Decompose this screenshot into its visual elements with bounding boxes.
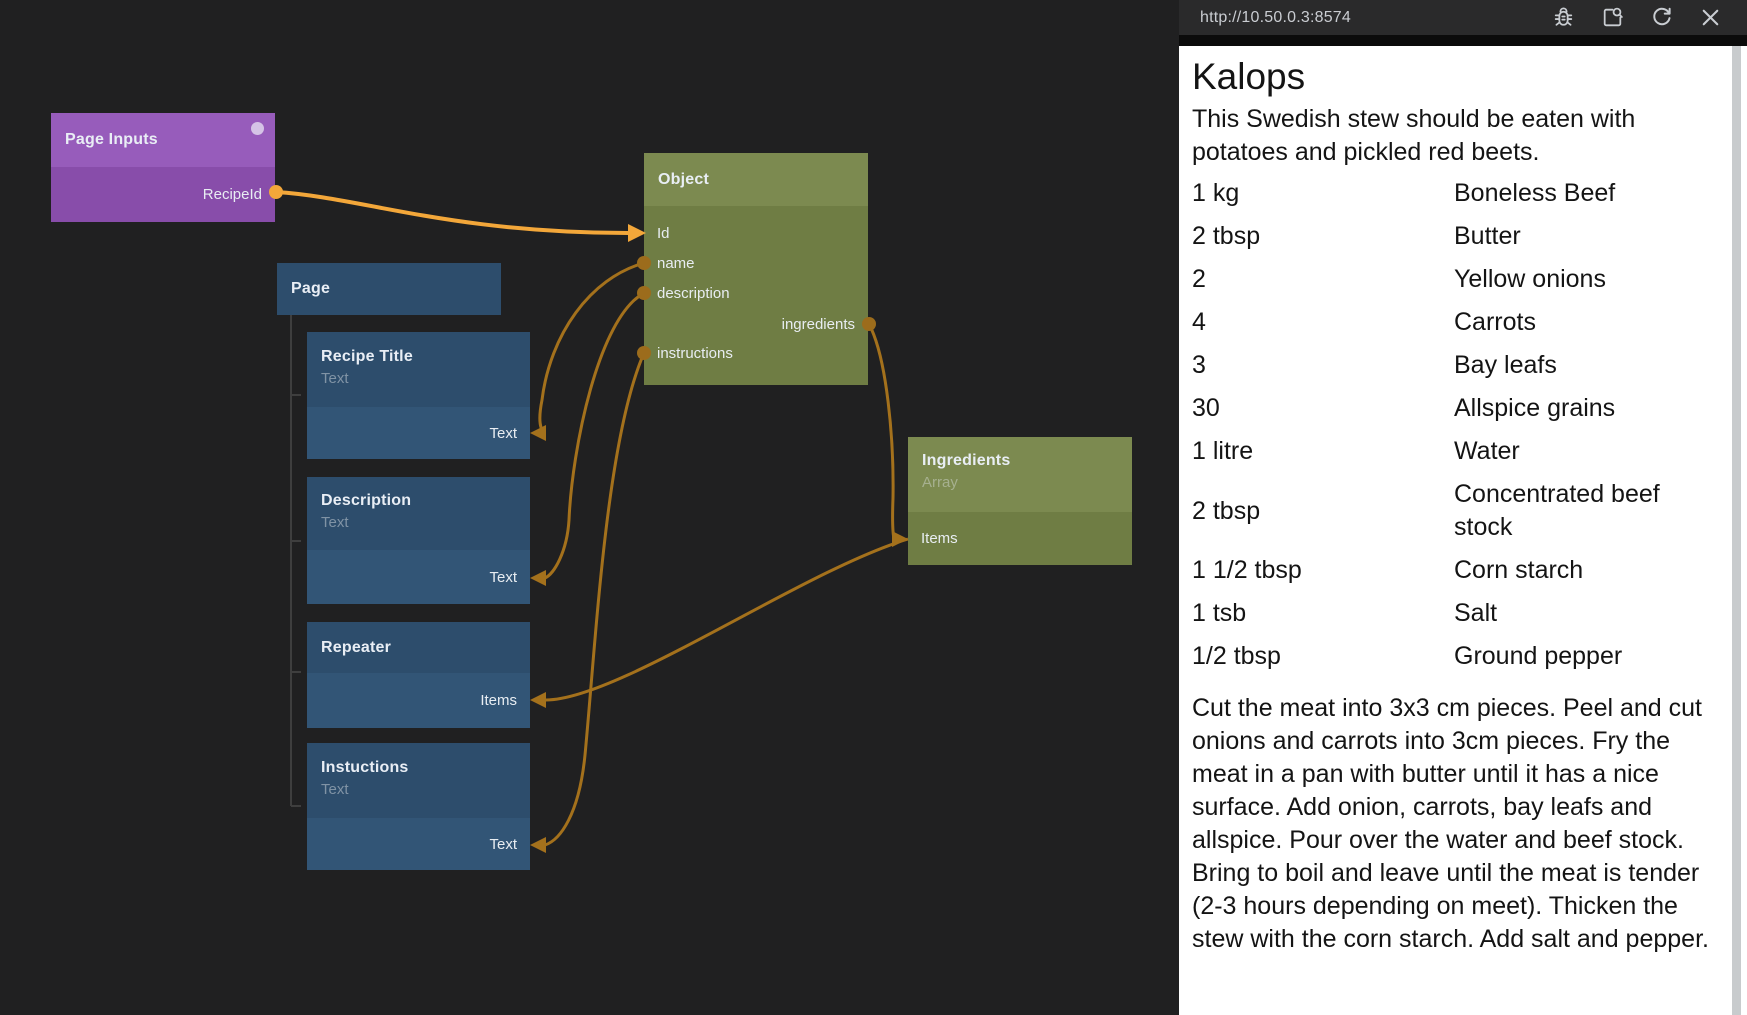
ingredient-quantity: 2 tbsp [1192,222,1261,250]
node-type-label: Text [321,370,349,387]
ingredient-name: Butter [1454,222,1521,250]
page-hierarchy-line [290,315,301,807]
ingredient-name: Boneless Beef [1454,179,1616,207]
ingredient-quantity: 1 litre [1192,437,1254,465]
node-ingredients[interactable]: Ingredients Array Items [908,437,1132,565]
ingredients-list: 1 kg Boneless Beef 2 tbsp Butter 2 Yellow oni… [1192,177,1731,673]
ingredient-name: Corn starch [1454,556,1584,584]
ingredient-name: Concentrated beef stock [1454,480,1660,541]
refresh-icon[interactable] [1649,5,1674,30]
node-title: Ingredients [922,452,1011,469]
node-type-label: Array [922,474,958,491]
ingredient-row: 4 Carrots [1192,306,1731,339]
ingredient-row: 1 kg Boneless Beef [1192,177,1731,210]
ingredient-quantity: 1 1/2 tbsp [1192,556,1302,584]
node-status-dot [251,122,264,135]
node-page[interactable]: Page [277,263,501,315]
connection-array-items-to-repeater-items[interactable] [545,537,909,702]
ingredient-quantity: 1 tsb [1192,599,1247,627]
toolbar-divider [1179,35,1747,46]
port-instructions[interactable]: instructions [657,345,733,362]
open-preview-icon[interactable] [1600,5,1625,30]
ingredient-name: Carrots [1454,308,1536,336]
connection-arrowheads [530,425,908,853]
connection-description-to-description-text[interactable] [544,291,645,580]
ingredient-quantity: 2 tbsp [1192,496,1261,525]
node-title: Object [658,170,709,188]
node-title: Repeater [321,638,392,656]
port-ingredients[interactable]: ingredients [781,316,855,333]
ingredient-name: Bay leafs [1454,351,1557,379]
port-id[interactable]: Id [657,225,670,242]
ingredient-quantity: 3 [1192,351,1206,379]
node-title: Recipe Title [321,348,413,365]
node-object[interactable]: Object Id name description ingredients i… [644,153,868,385]
preview-viewport: Kalops This Swedish stew should be eaten… [1179,46,1747,1015]
ingredient-quantity: 1/2 tbsp [1192,642,1281,670]
node-title: Page Inputs [65,131,158,148]
ingredient-name: Water [1454,437,1520,465]
node-description[interactable]: Description Text Text [307,477,530,604]
port-text[interactable]: Text [489,568,517,586]
node-title: Page [291,280,331,297]
connection-name-to-recipetitle-text[interactable] [538,261,645,435]
port-items[interactable]: Items [480,692,517,709]
node-title: Instuctions [321,759,409,776]
ingredient-row: 30 Allspice grains [1192,392,1731,425]
ingredient-row: 2 tbsp Butter [1192,220,1731,253]
ingredient-row: 1 tsb Salt [1192,597,1731,630]
node-recipe-title[interactable]: Recipe Title Text Text [307,332,530,459]
recipe-description: This Swedish stew should be eaten with p… [1192,105,1636,166]
ingredient-name: Yellow onions [1454,265,1606,293]
connection-recipeid-to-object-id[interactable] [269,185,646,242]
port-text[interactable]: Text [489,424,517,442]
ingredient-quantity: 1 kg [1192,179,1240,207]
ingredient-name: Salt [1454,599,1498,627]
ingredient-row: 1 1/2 tbsp Corn starch [1192,554,1731,587]
node-canvas[interactable]: Page Inputs RecipeId Page Recipe Title T… [0,0,1179,1015]
debug-bug-icon[interactable] [1551,5,1576,30]
ingredient-row: 2 Yellow onions [1192,263,1731,296]
preview-toolbar: http://10.50.0.3:8574 [1179,0,1747,35]
connection-instructions-to-instuctions-text[interactable] [544,352,646,847]
url-bar[interactable]: http://10.50.0.3:8574 [1200,8,1351,26]
connection-ingredients-to-array-items[interactable] [867,323,896,540]
ingredient-name: Allspice grains [1454,394,1616,422]
ingredient-quantity: 30 [1192,394,1220,422]
port-text[interactable]: Text [489,835,517,853]
ingredient-row: 1/2 tbsp Ground pepper [1192,640,1731,673]
close-icon[interactable] [1698,5,1723,30]
preview-scrollbar[interactable] [1732,46,1741,1015]
ingredient-row: 2 tbsp Concentrated beef stock [1192,478,1731,544]
port-recipeid[interactable]: RecipeId [202,186,262,203]
recipe-title: Kalops [1192,56,1306,97]
node-page-inputs[interactable]: Page Inputs RecipeId [51,113,275,222]
ingredient-quantity: 2 [1192,265,1206,293]
preview-panel: http://10.50.0.3:8574 [1179,0,1747,1015]
node-title: Description [321,492,412,509]
ingredient-quantity: 4 [1192,308,1206,336]
ingredient-name: Ground pepper [1454,642,1623,670]
ingredient-row: 1 litre Water [1192,435,1731,468]
node-instructions[interactable]: Instuctions Text Text [307,743,530,870]
port-name[interactable]: name [657,255,695,272]
port-items[interactable]: Items [921,530,958,547]
port-description[interactable]: description [657,285,730,302]
ingredient-row: 3 Bay leafs [1192,349,1731,382]
node-type-label: Text [321,514,349,531]
node-repeater[interactable]: Repeater Items [307,622,530,728]
node-type-label: Text [321,781,349,798]
recipe-instructions: Cut the meat into 3x3 cm pieces. Peel an… [1192,694,1709,953]
